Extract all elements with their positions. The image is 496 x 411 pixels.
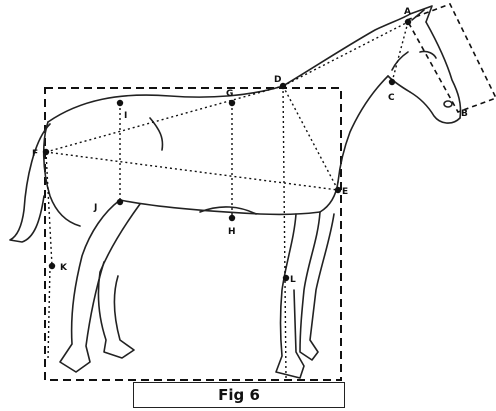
body-bounding-rectangle [45, 88, 341, 380]
label-B: B [461, 109, 468, 119]
measurement-lines [46, 22, 408, 378]
label-I: I [124, 111, 127, 121]
label-L: L [290, 275, 296, 285]
line-A-C [392, 22, 408, 82]
line-F-E [46, 152, 338, 190]
figure-caption: Fig 6 [218, 386, 260, 404]
label-E: E [342, 187, 348, 197]
line-K-ground [48, 266, 50, 360]
horse-outline [10, 6, 461, 378]
point-H [229, 215, 235, 221]
label-G: G [226, 89, 233, 99]
point-E [335, 187, 341, 193]
point-G [229, 100, 235, 106]
line-D-E [283, 86, 338, 190]
label-H: H [228, 227, 236, 237]
measurement-points [43, 19, 411, 281]
figure-caption-box: Fig 6 [133, 382, 345, 408]
line-F-K [46, 152, 52, 266]
point-I [117, 100, 123, 106]
label-A: A [404, 7, 411, 17]
line-D-L [283, 86, 286, 378]
point-A [405, 19, 411, 25]
point-C [389, 79, 395, 85]
head-bounding-rectangle [407, 4, 496, 112]
point-K [49, 263, 55, 269]
label-C: C [388, 93, 395, 103]
point-F [43, 149, 49, 155]
label-K: K [60, 263, 68, 273]
point-L [283, 275, 289, 281]
label-J: J [93, 203, 97, 213]
label-F: F [32, 149, 38, 159]
point-J [117, 199, 123, 205]
label-D: D [274, 75, 281, 85]
